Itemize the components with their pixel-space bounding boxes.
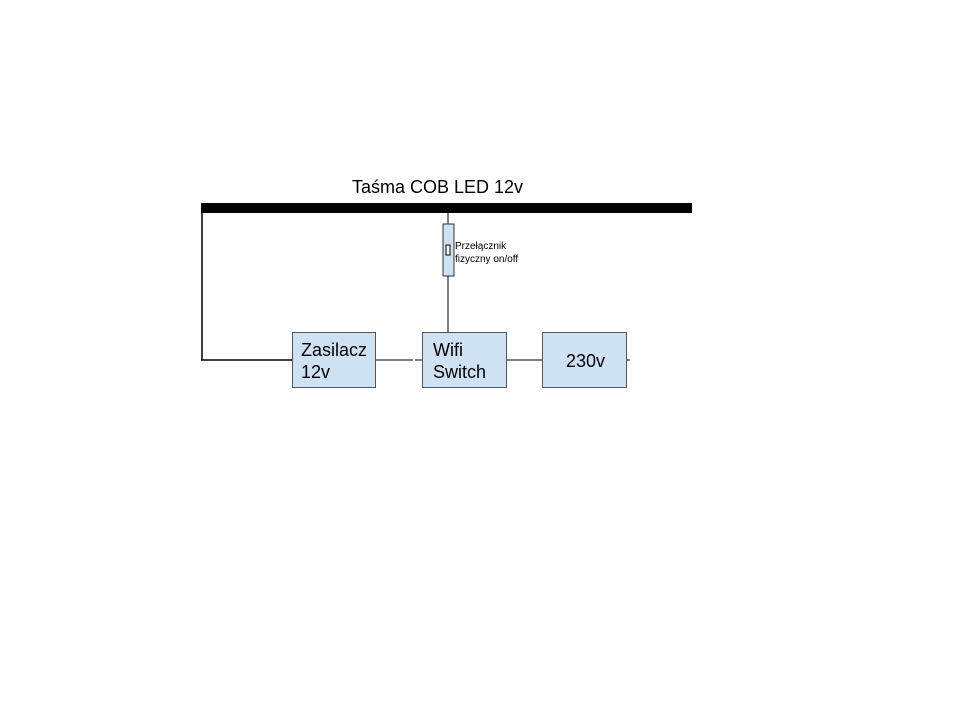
wifi-switch-label: Wifi Switch: [433, 339, 486, 383]
power-supply-box: Zasilacz 12v: [292, 332, 376, 388]
wifi-switch-label-line1: Wifi: [433, 340, 463, 360]
physical-switch-toggle-icon: [445, 244, 451, 256]
physical-switch-label-line1: Przełącznik: [455, 241, 507, 252]
power-supply-label-line1: Zasilacz: [301, 340, 368, 360]
physical-switch-label: Przełącznik fizyczny on/off: [455, 240, 518, 266]
power-supply-label: Zasilacz 12v: [301, 339, 367, 383]
power-supply-label-line2: 12v: [301, 362, 331, 382]
mains-box: 230v: [542, 332, 627, 388]
wifi-switch-box: Wifi Switch: [422, 332, 507, 388]
led-strip-bar: [201, 203, 692, 213]
mains-label-line1: 230v: [566, 351, 606, 371]
mains-label: 230v: [566, 350, 605, 372]
led-strip-label: Taśma COB LED 12v: [352, 177, 524, 197]
wifi-switch-label-line2: Switch: [433, 362, 487, 382]
physical-switch-label-line2: fizyczny on/off: [455, 254, 519, 265]
